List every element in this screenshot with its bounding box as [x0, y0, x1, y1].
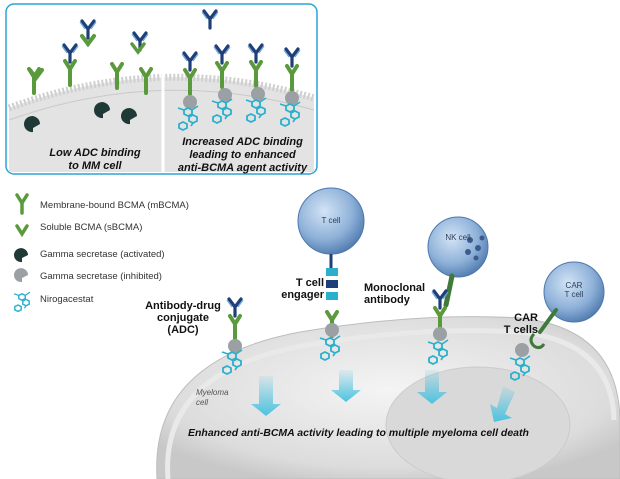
car-label: CAR T cells: [503, 312, 538, 336]
membrane-bound-bcma-icon: [15, 193, 29, 215]
legend-label-mbcma: Membrane-bound BCMA (mBCMA): [40, 200, 189, 211]
nucleus: [385, 366, 571, 479]
right-panel-receptors: [177, 9, 302, 131]
bottom-caption: Enhanced anti-BCMA activity leading to m…: [188, 427, 529, 439]
nk-cell-label: NK cell: [445, 233, 471, 242]
t-cell-engager-complex: [297, 187, 365, 361]
mab-label: Monoclonal antibody: [364, 282, 426, 306]
adc-complex: [221, 297, 245, 375]
gamma-secretase-inhibited-icon: [14, 268, 28, 283]
legend-label-gs-activated: Gamma secretase (activated): [40, 249, 165, 260]
car-t-cell-label: CAR T cell: [564, 281, 584, 299]
gamma-secretase-activated-icon: [14, 248, 28, 263]
monoclonal-antibody-complex: [427, 216, 489, 365]
legend-icons: [13, 193, 31, 313]
adc-label: Antibody-drug conjugate (ADC): [145, 300, 221, 336]
legend-label-sbcma: Soluble BCMA (sBCMA): [40, 222, 143, 233]
inset-panel: [5, 3, 318, 175]
car-t-complex: [509, 261, 605, 381]
soluble-bcma-icon: [15, 224, 29, 238]
car-t-cell: [543, 261, 605, 323]
inset-membrane: [7, 73, 316, 112]
inset-left-caption: Low ADC binding to MM cell: [49, 147, 141, 172]
t-cell-label: T cell: [321, 216, 341, 225]
inset-right-caption: Increased ADC binding leading to enhance…: [177, 136, 308, 174]
nirogacestat-icon: [13, 291, 31, 313]
nk-cell: [427, 216, 489, 278]
myeloma-cell-label: Myeloma cell: [196, 388, 229, 407]
effect-arrows: [251, 370, 515, 422]
tce-label: T cell engager: [281, 277, 324, 301]
legend-label-gs-inhibited: Gamma secretase (inhibited): [40, 271, 162, 282]
left-panel-receptors: [24, 19, 153, 133]
legend-label-nirogacestat: Nirogacestat: [40, 294, 94, 305]
